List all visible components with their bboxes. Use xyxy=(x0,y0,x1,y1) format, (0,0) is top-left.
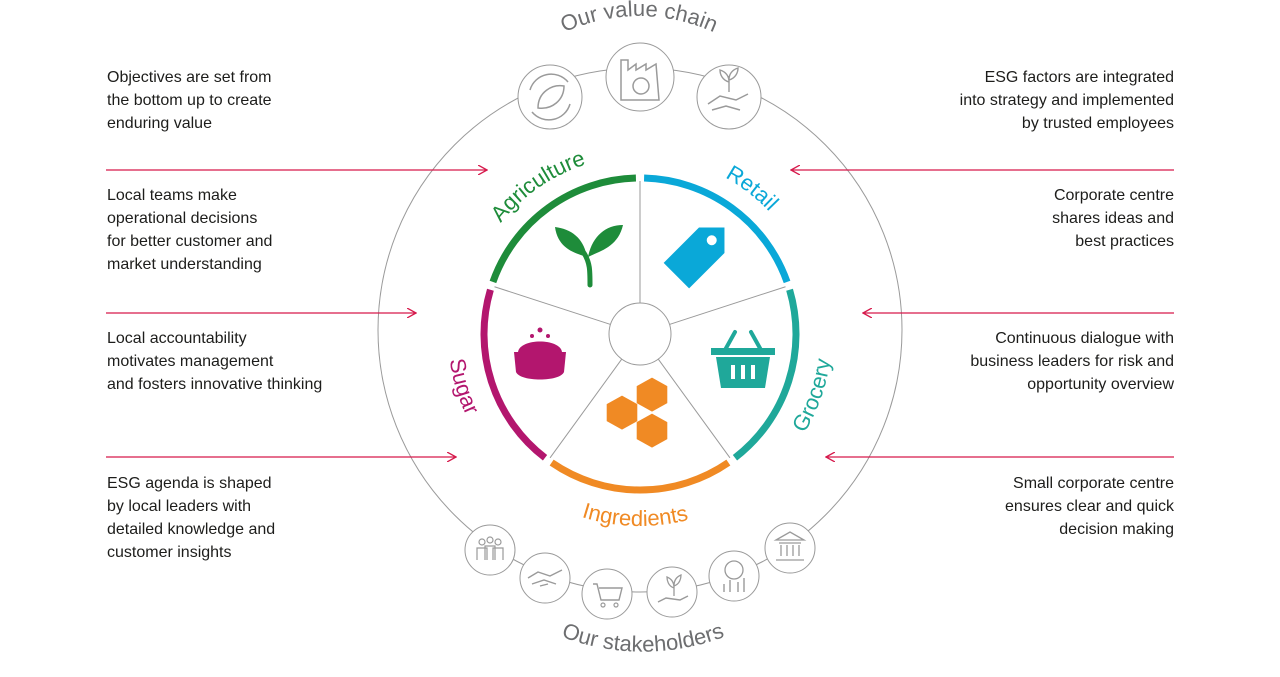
segment-label-ingredients: Ingredients xyxy=(580,498,690,531)
shopping-cart-icon xyxy=(581,568,633,620)
right-statement-3: Continuous dialogue with business leader… xyxy=(970,330,1174,393)
segment-arc-ingredients xyxy=(549,459,731,494)
people-group-icon xyxy=(464,524,516,576)
center-hub xyxy=(608,302,672,366)
left-statement-2: Local teams make operational decisions f… xyxy=(107,187,273,273)
handshake-icon xyxy=(519,552,571,604)
hand-plant-icon xyxy=(646,566,698,618)
right-statement-4: Small corporate centre ensures clear and… xyxy=(1005,475,1174,538)
left-statement-1: Objectives are set from the bottom up to… xyxy=(107,69,272,132)
segment-arc-sugar xyxy=(480,288,548,461)
shopping-basket-icon xyxy=(711,330,775,388)
segment-divider xyxy=(669,286,786,325)
right-statement-1: ESG factors are integrated into strategy… xyxy=(959,69,1174,132)
factory-recycle-icon xyxy=(605,42,675,112)
segment-label-sugar: Sugar xyxy=(445,356,485,418)
segment-divider xyxy=(549,358,623,459)
bank-building-icon xyxy=(764,522,816,574)
left-statement-3: Local accountability motivates managemen… xyxy=(107,330,323,393)
leaf-cycle-icon xyxy=(517,64,583,130)
sugar-bowl-icon xyxy=(514,327,566,380)
value-chain-heading: Our value chain xyxy=(557,0,722,37)
segment-arc-agriculture xyxy=(489,174,637,284)
price-tag-icon xyxy=(663,227,725,289)
segment-arc-grocery xyxy=(732,288,800,461)
segment-divider xyxy=(657,358,731,459)
finance-chart-icon xyxy=(708,550,760,602)
left-statement-4: ESG agenda is shaped by local leaders wi… xyxy=(107,475,276,561)
segment-divider xyxy=(494,286,611,325)
segment-arc-retail xyxy=(643,174,791,284)
handshake-plant-icon xyxy=(696,64,762,130)
right-statement-2: Corporate centre shares ideas and best p… xyxy=(1052,187,1174,250)
sprout-icon xyxy=(555,225,623,288)
stakeholders-heading: Our stakeholders xyxy=(559,618,726,657)
hexagons-icon xyxy=(606,377,668,448)
